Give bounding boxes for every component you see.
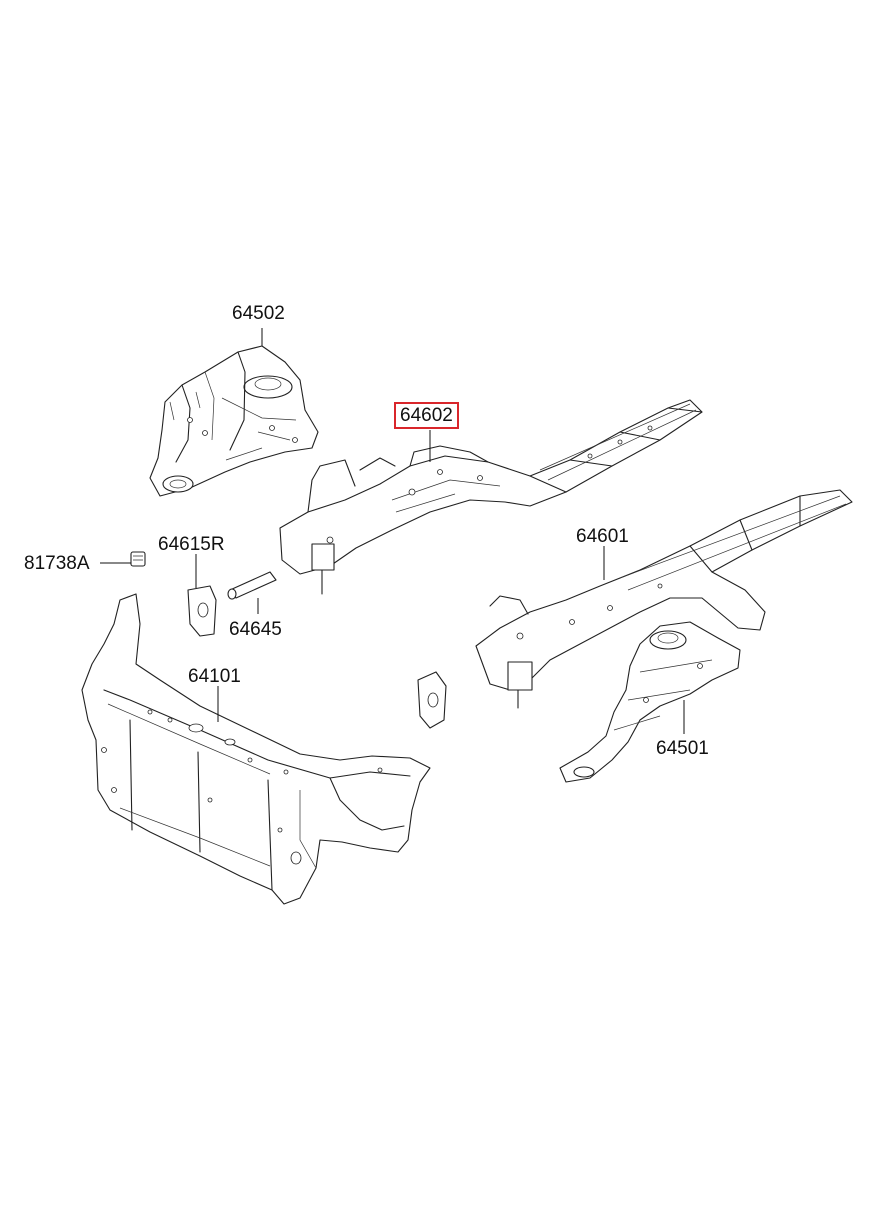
label-64615R[interactable]: 64615R <box>158 534 225 555</box>
part-81738A-drawing <box>130 551 146 567</box>
label-81738A[interactable]: 81738A <box>24 553 90 574</box>
part-64502-drawing <box>149 345 319 497</box>
part-64645-drawing <box>227 571 277 600</box>
label-64602[interactable]: 64602 <box>394 402 459 429</box>
label-64502[interactable]: 64502 <box>232 303 285 324</box>
part-64615R-drawing <box>187 585 217 637</box>
bracket-drawing <box>417 671 447 729</box>
label-64645[interactable]: 64645 <box>229 619 282 640</box>
part-64101-drawing <box>81 593 431 905</box>
label-64601[interactable]: 64601 <box>576 526 629 547</box>
label-64501[interactable]: 64501 <box>656 738 709 759</box>
part-64602-drawing <box>279 399 703 595</box>
leader-lines <box>100 328 685 734</box>
label-64101[interactable]: 64101 <box>188 666 241 687</box>
part-64601-drawing <box>475 489 853 709</box>
part-64501-drawing <box>559 621 741 783</box>
